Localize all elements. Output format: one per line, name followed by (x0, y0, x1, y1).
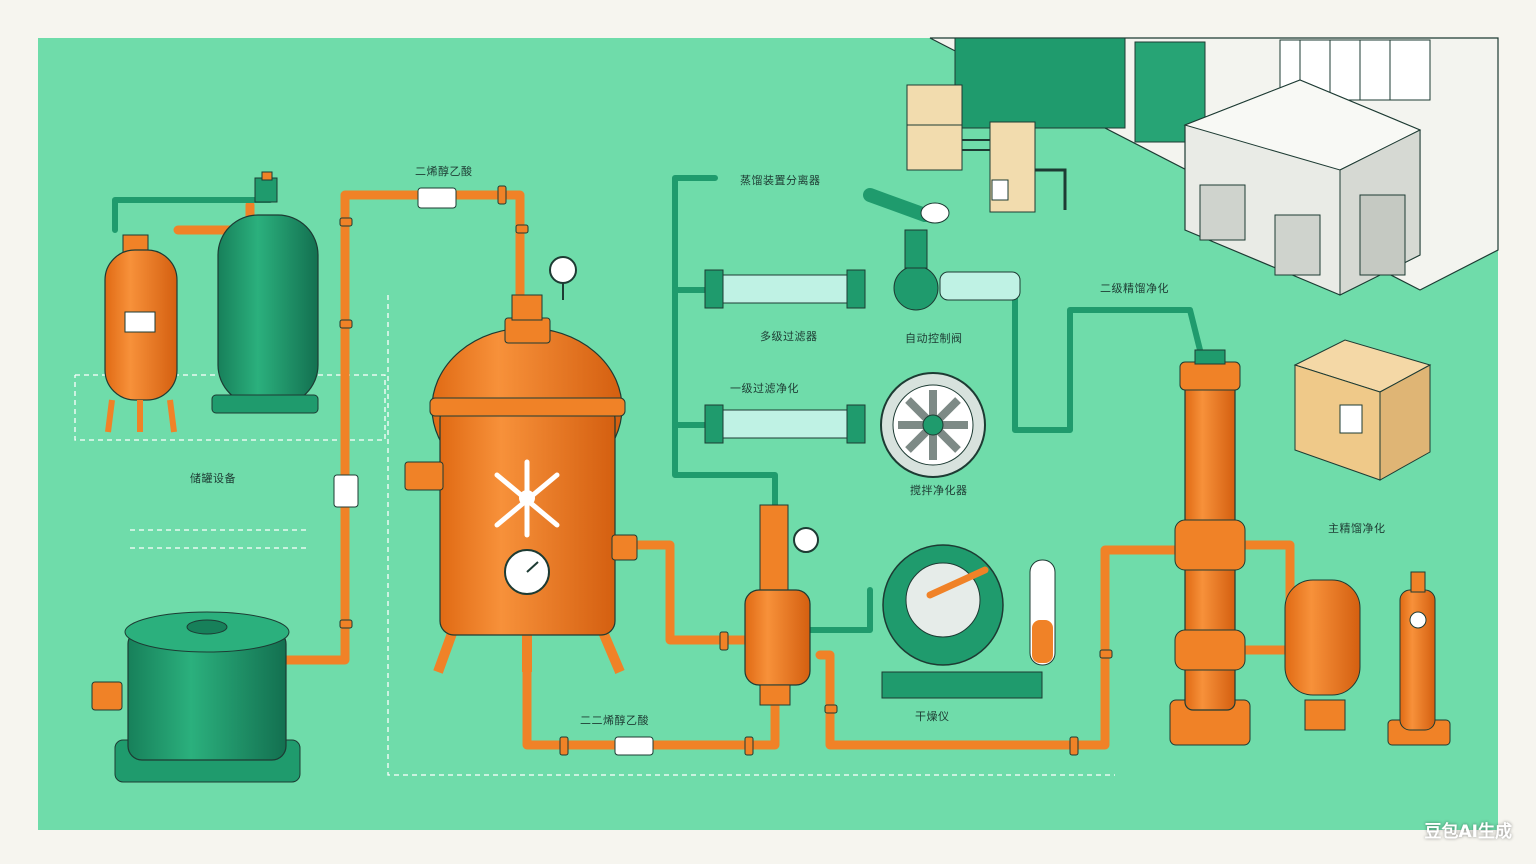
label-top-pipe: 二烯醇乙酸 (415, 165, 473, 178)
central-reactor (404, 256, 638, 674)
inline-flow-meters (333, 187, 654, 756)
drum-dryer (881, 544, 1056, 699)
label-right-top: 二级精馏净化 (1100, 282, 1169, 295)
label-tank-unit: 储罐设备 (190, 472, 236, 485)
cardboard-box (1293, 339, 1432, 481)
label-dryer: 干燥仪 (915, 710, 950, 723)
label-top-mid: 蒸馏装置分离器 (740, 174, 821, 187)
distillation-column (1169, 349, 1251, 746)
label-right-mid: 主精馏净化 (1328, 522, 1386, 535)
fan-purifier (880, 372, 986, 478)
pipe-flanges (339, 185, 1113, 756)
label-filter-upper: 多级过滤器 (760, 330, 818, 343)
glass-filter-lower (704, 404, 866, 444)
label-filter-lower: 一级过滤净化 (730, 382, 799, 395)
label-valve-upper: 自动控制阀 (905, 332, 963, 345)
control-valve (863, 188, 1021, 311)
storage-crates (906, 84, 1067, 213)
teal-storage-tank (91, 611, 301, 783)
label-bottom-pipe: 二二烯醇乙酸 (580, 714, 649, 727)
watermark: 豆包AI生成 (1424, 822, 1512, 842)
label-fan-unit: 搅拌净化器 (910, 484, 968, 497)
orange-separator (744, 504, 819, 706)
right-filter-column (1387, 571, 1451, 746)
small-orange-vessel (1284, 579, 1361, 731)
factory-building (929, 37, 1499, 296)
glass-filter-upper (704, 269, 866, 309)
dashed-guides (74, 295, 1115, 776)
orange-pressure-cylinder (104, 234, 178, 433)
teal-gas-cylinder (211, 171, 319, 414)
